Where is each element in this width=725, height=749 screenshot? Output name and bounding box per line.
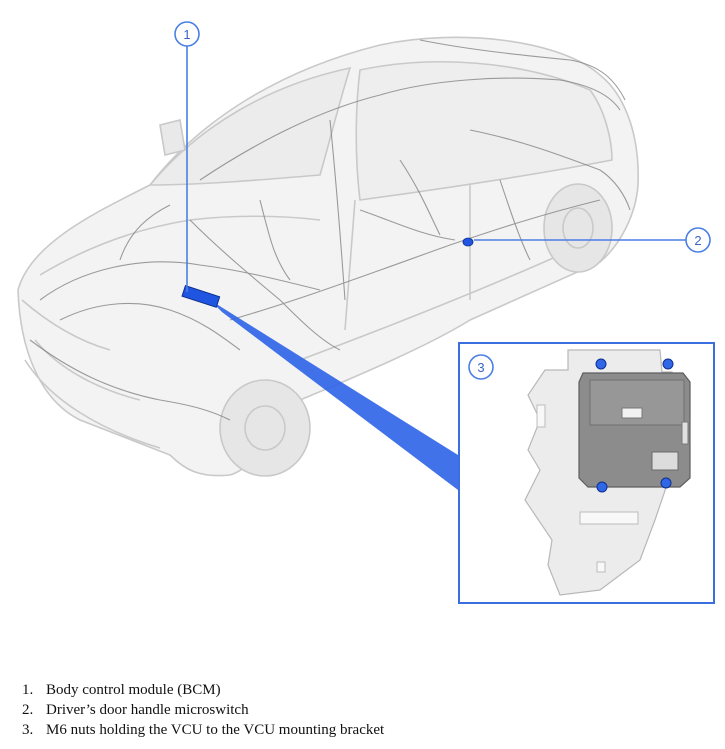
legend-item-number: 1. (22, 682, 34, 698)
harness-tailgate (419, 39, 626, 101)
harness-engine (59, 302, 241, 351)
vcu-inset (458, 342, 715, 604)
m6-nuts (595, 358, 674, 493)
callout-1: 1 (174, 21, 200, 47)
vcu-label (621, 407, 643, 419)
bracket-slot-1 (579, 511, 639, 525)
m6-nut-bottom-left (596, 481, 608, 493)
sill-line (299, 254, 561, 361)
zoom-projection (210, 300, 458, 490)
m6-nut-bottom-right (660, 477, 672, 489)
bumper (24, 359, 161, 449)
callout-2: 2 (685, 227, 711, 253)
rear-wheel-hub (562, 207, 594, 249)
callout-3: 3 (468, 354, 494, 380)
bonnet-line (39, 215, 321, 276)
vcu-connector (651, 451, 679, 471)
harness-floor (229, 199, 601, 321)
side-window (355, 61, 613, 201)
legend-item-number: 3. (22, 722, 34, 738)
legend-item-text: Driver’s door handle microswitch (46, 702, 249, 718)
bracket-slot-2 (596, 561, 606, 573)
harness-front (39, 261, 321, 301)
wiring-harness (29, 39, 631, 421)
harness-bumper (29, 339, 231, 421)
harness-branch-3 (499, 179, 531, 261)
legend-item-number: 2. (22, 702, 34, 718)
harness-pillar (329, 119, 346, 301)
harness-door (359, 209, 456, 241)
harness-branch-2 (259, 199, 291, 281)
harness-branch-1 (119, 204, 171, 261)
harness-roof (199, 77, 621, 181)
harness-dash (189, 219, 341, 351)
legend-item-text: Body control module (BCM) (46, 682, 221, 698)
callout-3-number: 3 (477, 360, 484, 375)
legend-item: 1. Body control module (BCM) (22, 680, 384, 700)
body-control-module (181, 285, 221, 308)
front-wheel (219, 379, 311, 477)
front-door-line (344, 199, 356, 331)
harness-rear (469, 129, 631, 211)
callout-2-number: 2 (694, 233, 701, 248)
rear-wheel (543, 183, 613, 273)
legend-item: 3. M6 nuts holding the VCU to the VCU mo… (22, 720, 384, 740)
parts-legend: 1. Body control module (BCM) 2. Driver’s… (22, 680, 384, 740)
legend-item: 2. Driver’s door handle microswitch (22, 700, 384, 720)
m6-nut-top-left (595, 358, 607, 370)
front-wheel-hub (244, 405, 286, 451)
legend-item-text: M6 nuts holding the VCU to the VCU mount… (46, 722, 385, 738)
bracket-slot-3 (536, 404, 546, 428)
door-handle-microswitch (462, 237, 474, 247)
headlight (21, 299, 111, 351)
callout-1-number: 1 (183, 27, 190, 42)
harness-branch-4 (399, 159, 441, 236)
windshield (148, 66, 352, 186)
car-body (17, 36, 639, 477)
vcu-vent (681, 421, 689, 445)
vehicle-wiring-diagram: 1 2 3 (17, 21, 715, 604)
m6-nut-top-right (662, 358, 674, 370)
components (181, 237, 474, 490)
side-mirror (159, 119, 186, 156)
